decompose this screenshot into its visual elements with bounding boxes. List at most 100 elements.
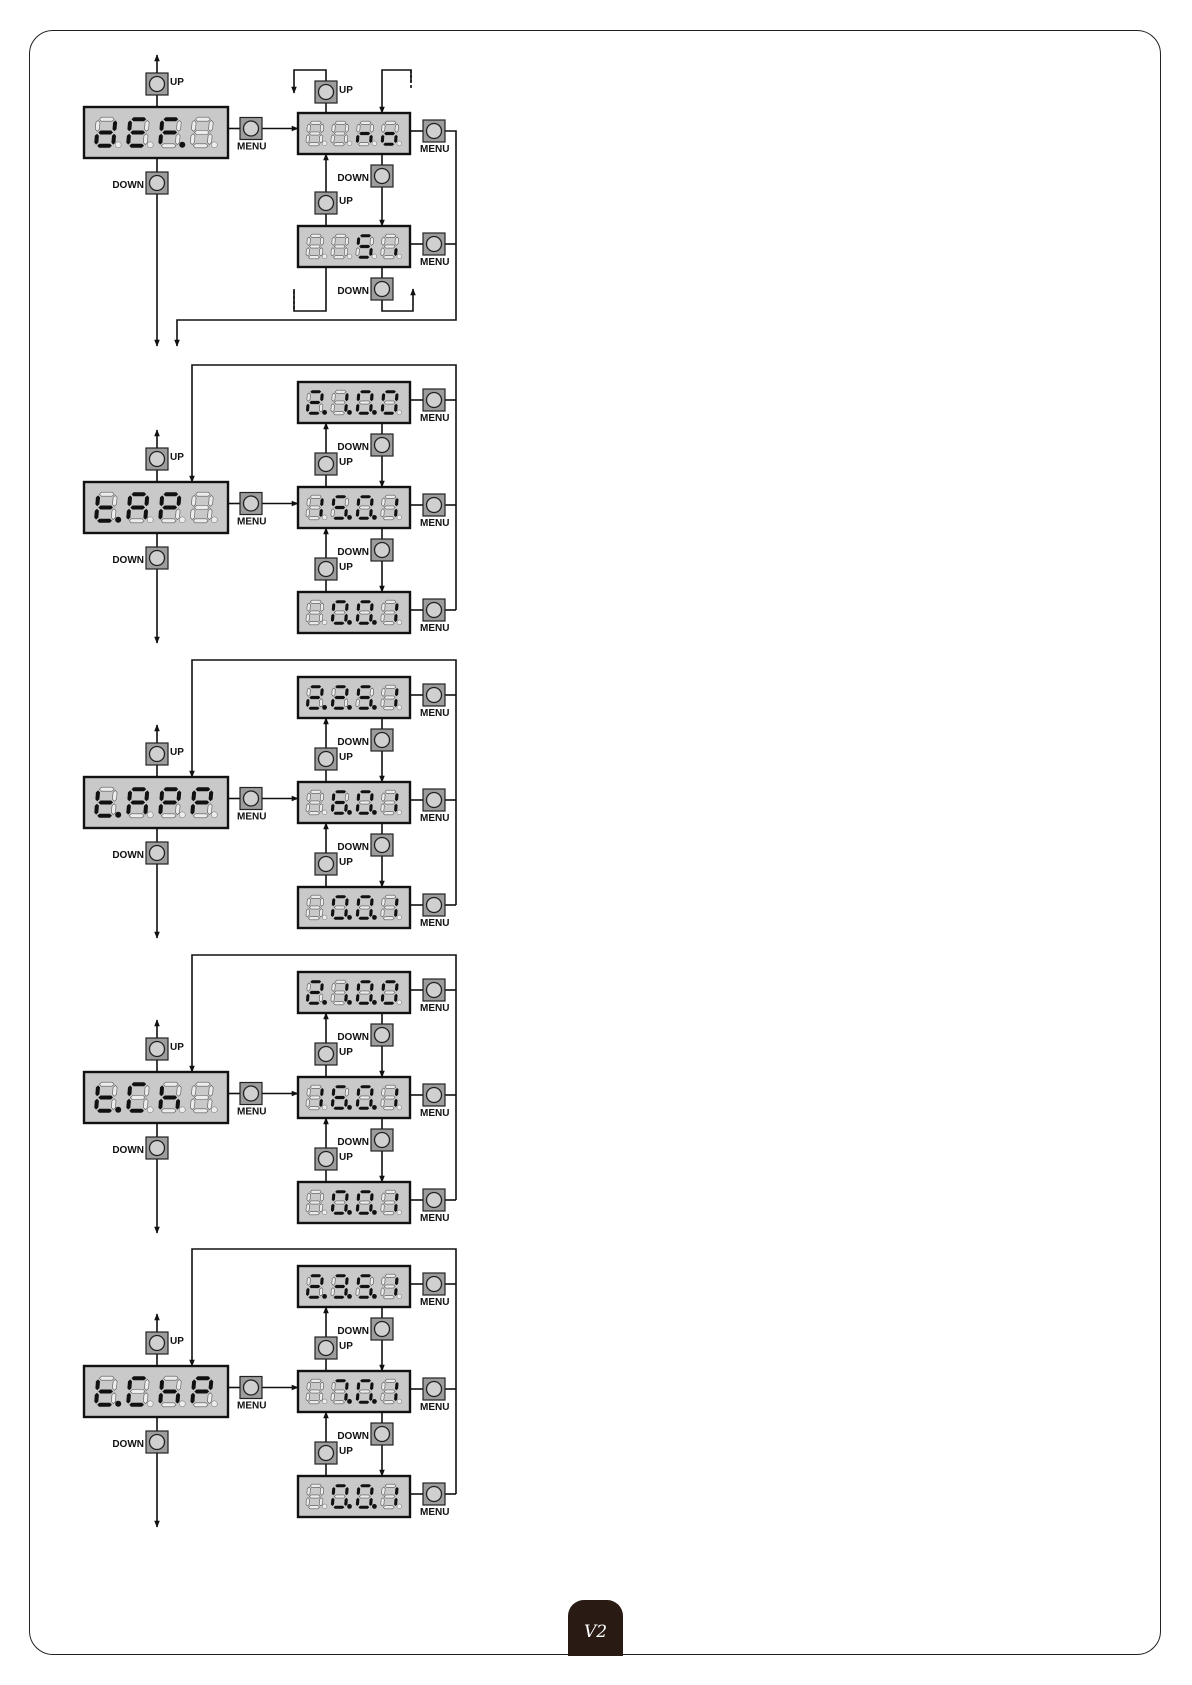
menu-button-value[interactable]: MENU — [420, 894, 449, 929]
menu-button[interactable]: MENU — [237, 493, 266, 528]
menu-button-value[interactable]: MENU — [420, 789, 449, 824]
button-circle-icon[interactable] — [375, 1028, 390, 1043]
button-circle-icon[interactable] — [427, 498, 442, 513]
button-circle-icon[interactable] — [150, 1435, 165, 1450]
button-circle-icon[interactable] — [375, 1322, 390, 1337]
button-circle-icon[interactable] — [319, 196, 334, 211]
button-circle-icon[interactable] — [427, 124, 442, 139]
up-button-sub[interactable]: UP — [315, 1148, 353, 1170]
button-circle-icon[interactable] — [150, 1336, 165, 1351]
button-circle-icon[interactable] — [427, 898, 442, 913]
button-circle-icon[interactable] — [244, 1086, 259, 1101]
menu-button-no[interactable]: MENU — [420, 120, 449, 155]
button-circle-icon[interactable] — [319, 1047, 334, 1062]
up-button[interactable]: UP — [146, 448, 184, 470]
down-button-sub[interactable]: DOWN — [337, 834, 393, 856]
button-circle-icon[interactable] — [375, 438, 390, 453]
up-button[interactable]: UP — [146, 73, 184, 95]
button-circle-icon[interactable] — [427, 793, 442, 808]
button-circle-icon[interactable] — [150, 77, 165, 92]
down-button[interactable]: DOWN — [112, 547, 168, 569]
menu-button-si[interactable]: MENU — [420, 233, 449, 268]
menu-button[interactable]: MENU — [237, 1083, 266, 1118]
button-circle-icon[interactable] — [375, 282, 390, 297]
button-circle-icon[interactable] — [319, 857, 334, 872]
button-circle-icon[interactable] — [319, 562, 334, 577]
button-circle-icon[interactable] — [150, 846, 165, 861]
menu-button-value[interactable]: MENU — [420, 494, 449, 529]
menu-button-value[interactable]: MENU — [420, 1273, 449, 1308]
button-circle-icon[interactable] — [244, 121, 259, 136]
button-circle-icon[interactable] — [150, 1141, 165, 1156]
button-circle-icon[interactable] — [375, 1133, 390, 1148]
up-button[interactable]: UP — [146, 743, 184, 765]
down-button[interactable]: DOWN — [112, 1431, 168, 1453]
menu-button[interactable]: MENU — [237, 118, 266, 153]
button-circle-icon[interactable] — [150, 747, 165, 762]
button-circle-icon[interactable] — [150, 176, 165, 191]
down-button-sub[interactable]: DOWN — [337, 434, 393, 456]
down-button-sub[interactable]: DOWN — [337, 165, 393, 187]
button-circle-icon[interactable] — [319, 1341, 334, 1356]
button-circle-icon[interactable] — [375, 1427, 390, 1442]
menu-button-value[interactable]: MENU — [420, 389, 449, 424]
down-button-sub[interactable]: DOWN — [337, 1129, 393, 1151]
up-button-sub[interactable]: UP — [315, 853, 353, 875]
down-button-bottom[interactable]: DOWN — [337, 278, 393, 300]
button-circle-icon[interactable] — [319, 457, 334, 472]
menu-button-value[interactable]: MENU — [420, 1084, 449, 1119]
menu-button-value[interactable]: MENU — [420, 684, 449, 719]
up-button[interactable]: UP — [146, 1038, 184, 1060]
button-circle-icon[interactable] — [319, 1152, 334, 1167]
button-circle-icon[interactable] — [427, 393, 442, 408]
up-button-sub[interactable]: UP — [315, 192, 353, 214]
up-button-sub[interactable]: UP — [315, 558, 353, 580]
button-circle-icon[interactable] — [427, 1193, 442, 1208]
up-button-top[interactable]: UP — [315, 81, 353, 103]
button-circle-icon[interactable] — [319, 752, 334, 767]
menu-button-value[interactable]: MENU — [420, 1378, 449, 1413]
menu-button-value[interactable]: MENU — [420, 1189, 449, 1224]
down-button-sub[interactable]: DOWN — [337, 1423, 393, 1445]
button-circle-icon[interactable] — [244, 1380, 259, 1395]
button-circle-icon[interactable] — [375, 169, 390, 184]
up-button-sub[interactable]: UP — [315, 748, 353, 770]
down-button-sub[interactable]: DOWN — [337, 1318, 393, 1340]
menu-button-value[interactable]: MENU — [420, 979, 449, 1014]
up-button-sub[interactable]: UP — [315, 1043, 353, 1065]
down-button-sub[interactable]: DOWN — [337, 539, 393, 561]
button-circle-icon[interactable] — [375, 733, 390, 748]
menu-button-value[interactable]: MENU — [420, 599, 449, 634]
button-circle-icon[interactable] — [427, 983, 442, 998]
up-button[interactable]: UP — [146, 1332, 184, 1354]
up-button-sub[interactable]: UP — [315, 453, 353, 475]
button-circle-icon[interactable] — [427, 1277, 442, 1292]
up-button-sub[interactable]: UP — [315, 1442, 353, 1464]
button-circle-icon[interactable] — [244, 791, 259, 806]
down-button-sub[interactable]: DOWN — [337, 1024, 393, 1046]
menu-button[interactable]: MENU — [237, 1377, 266, 1412]
button-circle-icon[interactable] — [427, 1487, 442, 1502]
down-button[interactable]: DOWN — [112, 172, 168, 194]
button-circle-icon[interactable] — [150, 1042, 165, 1057]
segment-a — [310, 685, 321, 688]
segment-d — [334, 1002, 345, 1005]
button-circle-icon[interactable] — [244, 496, 259, 511]
down-button[interactable]: DOWN — [112, 1137, 168, 1159]
button-circle-icon[interactable] — [427, 1382, 442, 1397]
menu-button[interactable]: MENU — [237, 788, 266, 823]
button-circle-icon[interactable] — [150, 551, 165, 566]
button-circle-icon[interactable] — [319, 85, 334, 100]
button-circle-icon[interactable] — [427, 237, 442, 252]
button-circle-icon[interactable] — [319, 1446, 334, 1461]
button-circle-icon[interactable] — [427, 1088, 442, 1103]
button-circle-icon[interactable] — [427, 688, 442, 703]
menu-button-value[interactable]: MENU — [420, 1483, 449, 1518]
button-circle-icon[interactable] — [375, 543, 390, 558]
up-button-sub[interactable]: UP — [315, 1337, 353, 1359]
button-circle-icon[interactable] — [150, 452, 165, 467]
down-button[interactable]: DOWN — [112, 842, 168, 864]
down-button-sub[interactable]: DOWN — [337, 729, 393, 751]
button-circle-icon[interactable] — [427, 603, 442, 618]
button-circle-icon[interactable] — [375, 838, 390, 853]
